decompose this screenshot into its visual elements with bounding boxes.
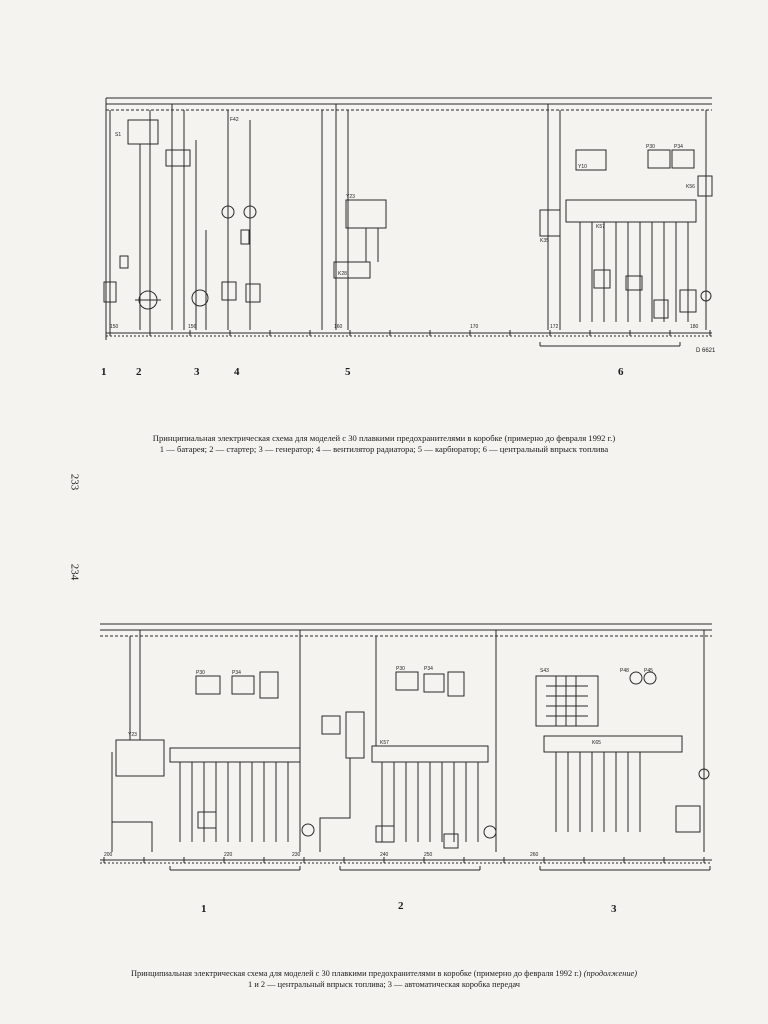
svg-text:160: 160 bbox=[334, 324, 343, 330]
bottom-section-number-2: 2 bbox=[398, 900, 404, 912]
svg-text:172: 172 bbox=[550, 324, 559, 330]
svg-text:250: 250 bbox=[424, 852, 433, 858]
svg-text:180: 180 bbox=[690, 324, 699, 330]
svg-text:Y23: Y23 bbox=[128, 732, 137, 738]
svg-text:K35: K35 bbox=[540, 238, 549, 244]
svg-text:P30: P30 bbox=[646, 144, 655, 150]
svg-text:K57: K57 bbox=[380, 740, 389, 746]
top-caption-title: Принципиальная электрическая схема для м… bbox=[152, 433, 616, 443]
svg-text:150: 150 bbox=[110, 324, 119, 330]
svg-text:260: 260 bbox=[530, 852, 539, 858]
svg-text:P34: P34 bbox=[232, 670, 241, 676]
svg-text:P48: P48 bbox=[620, 668, 629, 674]
svg-text:240: 240 bbox=[380, 852, 389, 858]
svg-text:170: 170 bbox=[470, 324, 479, 330]
svg-text:200: 200 bbox=[104, 852, 113, 858]
top-section-number-5: 5 bbox=[345, 366, 351, 378]
svg-text:K57: K57 bbox=[596, 224, 605, 230]
svg-text:S43: S43 bbox=[540, 668, 549, 674]
top-section-number-2: 2 bbox=[136, 366, 142, 378]
svg-text:P30: P30 bbox=[196, 670, 205, 676]
svg-text:220: 220 bbox=[224, 852, 233, 858]
top-section-number-6: 6 bbox=[618, 366, 624, 378]
svg-text:P34: P34 bbox=[674, 144, 683, 150]
svg-text:P45: P45 bbox=[644, 668, 653, 674]
svg-text:K65: K65 bbox=[592, 740, 601, 746]
svg-text:K56: K56 bbox=[686, 184, 695, 190]
svg-text:230: 230 bbox=[292, 852, 301, 858]
page-number-234: 234 bbox=[68, 563, 81, 581]
bottom-caption-title-main: Принципиальная электрическая схема для м… bbox=[130, 969, 582, 978]
bottom-caption-title-suffix: (продолжение) bbox=[583, 969, 638, 978]
top-section-number-4: 4 bbox=[234, 366, 240, 378]
svg-text:Y23: Y23 bbox=[346, 194, 355, 200]
svg-text:156: 156 bbox=[188, 324, 197, 330]
bottom-section-number-1: 1 bbox=[201, 903, 207, 915]
svg-text:Y10: Y10 bbox=[578, 164, 587, 170]
page-number-233: 233 bbox=[68, 473, 81, 491]
svg-text:S1: S1 bbox=[115, 132, 121, 138]
bottom-caption-legend: 1 и 2 — центральный впрыск топлива; 3 — … bbox=[248, 980, 520, 989]
bottom-section-number-3: 3 bbox=[611, 903, 617, 915]
bottom-caption-title: Принципиальная электрическая схема для м… bbox=[0, 968, 768, 979]
svg-text:F42: F42 bbox=[230, 117, 239, 123]
svg-text:P34: P34 bbox=[424, 666, 433, 672]
drawing-code: D 6621 bbox=[696, 348, 716, 354]
svg-text:K28: K28 bbox=[338, 271, 347, 277]
top-section-number-1: 1 bbox=[101, 366, 107, 378]
top-caption-legend: 1 — батарея; 2 — стартер; 3 — генератор;… bbox=[159, 444, 609, 454]
svg-text:P30: P30 bbox=[396, 666, 405, 672]
top-section-number-3: 3 bbox=[194, 366, 200, 378]
